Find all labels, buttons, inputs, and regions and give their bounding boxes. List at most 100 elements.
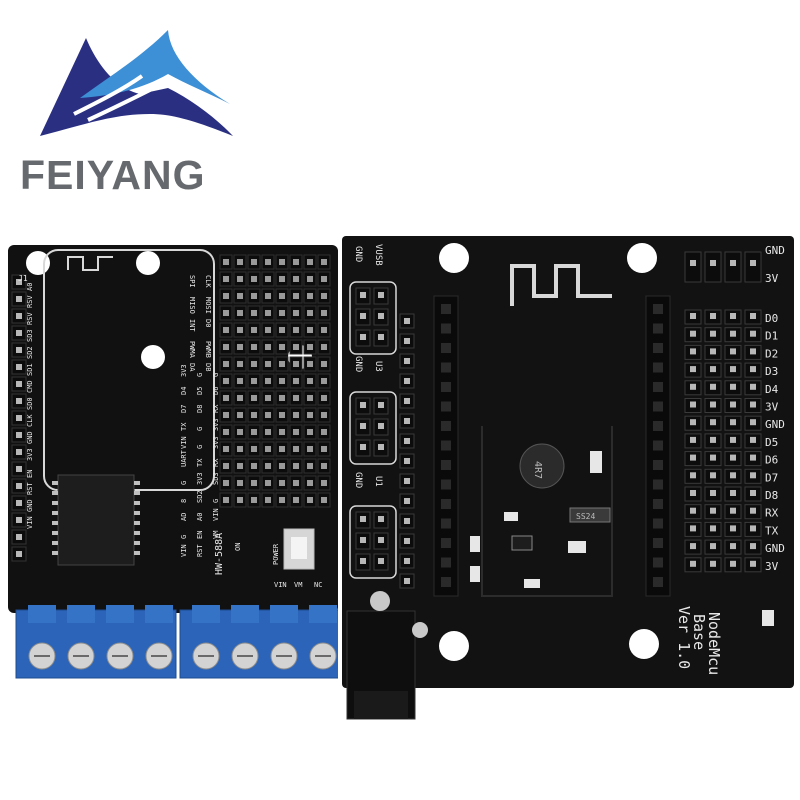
pin-tip (750, 313, 756, 319)
pin-tip (730, 419, 736, 426)
mid-label: VIN (212, 508, 220, 521)
pin-tip (16, 279, 22, 285)
terminal-top (106, 605, 134, 623)
pin-tip (404, 398, 410, 404)
pin-tip (279, 327, 285, 333)
pin-tip (279, 276, 285, 282)
pin-tip (251, 463, 257, 469)
left-pin-header: A0RSVRSVSD3SD2SD1CMDSD0CLKGND3V3ENRSTGND… (11, 274, 34, 562)
pin-tip (730, 330, 736, 337)
model-label: HW-588A (214, 533, 225, 575)
terminal-top (309, 605, 337, 623)
left-board: A0RSVRSVSD3SD2SD1CMDSD0CLKGND3V3ENRSTGND… (8, 245, 338, 679)
pin-tip (710, 383, 716, 390)
antenna-trace (510, 264, 612, 306)
pin-tip (237, 327, 243, 333)
pin-tip (321, 378, 327, 384)
pin-tip (16, 381, 22, 387)
pin-tip (360, 402, 366, 408)
mid-label: VIN (180, 544, 188, 557)
pin-tip (404, 578, 410, 584)
pin-tip (307, 276, 313, 282)
pin-tip (321, 463, 327, 469)
pin-tip (16, 364, 22, 370)
pin-tip (265, 361, 271, 367)
pin-tip (690, 454, 696, 461)
pin-tip (730, 313, 736, 319)
pin-tip (265, 395, 271, 401)
pin-tip (279, 361, 285, 367)
chip-pin (134, 501, 140, 505)
pin-tip (251, 310, 257, 316)
pin-tip (293, 344, 299, 350)
power-switch-slider[interactable] (291, 537, 307, 559)
pin-tip (730, 454, 736, 461)
socket-hole (653, 362, 663, 373)
pin-tip (404, 458, 410, 464)
pin-tip (710, 560, 716, 567)
pin-tip (690, 507, 696, 514)
pin-tip (378, 292, 384, 298)
socket-hole (653, 421, 663, 431)
pin-tip (404, 538, 410, 544)
socket-hole (653, 538, 663, 548)
pin-tip (321, 327, 327, 333)
pin-label: TX (765, 524, 779, 537)
pin-tip (360, 292, 366, 298)
dc-jack-front (354, 691, 408, 719)
pin-label: 3V (765, 560, 779, 573)
board-name-line: Ver 1.0 (675, 606, 693, 669)
pin-tip (237, 378, 243, 384)
pin-tip (265, 497, 271, 503)
pin-tip (293, 276, 299, 282)
pin-tip (404, 418, 410, 424)
pin-tip (293, 293, 299, 299)
terminal-top (231, 605, 259, 623)
pin-tip (237, 276, 243, 282)
pin-tip (251, 293, 257, 299)
pin-tip (750, 366, 756, 373)
pin-label: GND (26, 431, 34, 444)
pin-tip (710, 507, 716, 514)
pin-tip (750, 330, 756, 337)
pin-label: A0 (26, 283, 34, 291)
pin-tip (237, 446, 243, 452)
pin-tip (360, 444, 366, 450)
smd-resistor (470, 566, 480, 582)
pin-tip (360, 558, 366, 564)
capacitor (590, 451, 602, 473)
pin-tip (750, 260, 756, 266)
pin-tip (237, 480, 243, 486)
pin-tip (265, 446, 271, 452)
mid-label: G (196, 427, 204, 431)
socket-hole (653, 440, 663, 451)
pin-tip (237, 293, 243, 299)
on-label: ON (234, 543, 242, 551)
pin-label: SD1 (26, 363, 34, 376)
socket-hole (653, 304, 663, 314)
terminal-top (192, 605, 220, 623)
pin-label: GND (26, 499, 34, 512)
pin-tip (710, 260, 716, 266)
pin-tip (279, 480, 285, 486)
terminal-top (67, 605, 95, 623)
pin-tip (750, 401, 756, 408)
pin-tip (750, 454, 756, 461)
top-label: PWMB (204, 341, 212, 358)
socket-hole (441, 421, 451, 431)
brand-logo (40, 30, 233, 136)
pin-tip (279, 412, 285, 418)
chip-pin (52, 501, 58, 505)
pin-label: D6 (765, 454, 778, 467)
power-label: POWER (272, 543, 280, 565)
pin-label: D7 (765, 471, 778, 484)
top-pin-label: 3V (765, 272, 779, 285)
pin-tip (307, 446, 313, 452)
pin-tip (279, 310, 285, 316)
pin-tip (690, 419, 696, 426)
pin-tip (237, 429, 243, 435)
top-label: MISO (188, 297, 196, 314)
pin-tip (265, 480, 271, 486)
pin-tip (710, 490, 716, 496)
